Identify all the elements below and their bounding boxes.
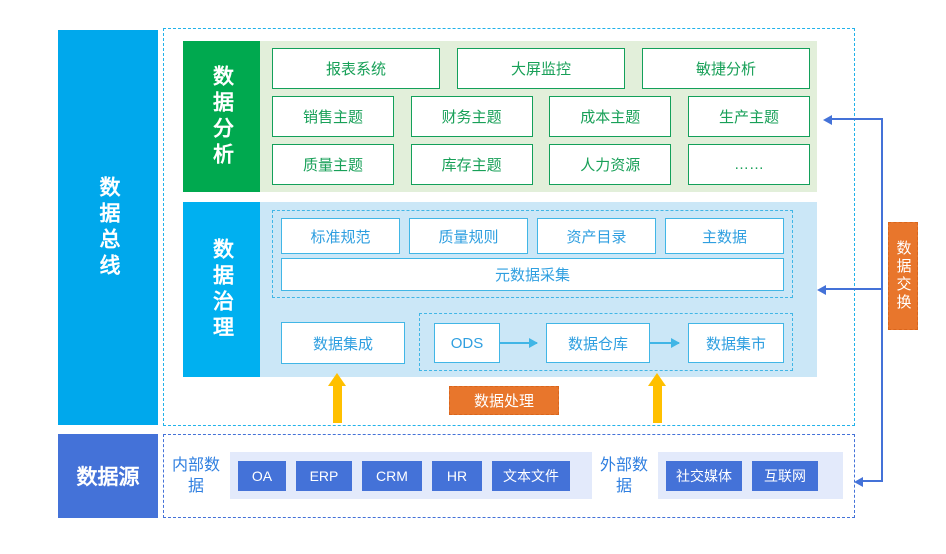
ods-box[interactable]: ODS <box>434 323 500 363</box>
analysis-item[interactable]: 生产主题 <box>687 96 810 137</box>
governance-item[interactable]: 主数据 <box>665 218 784 254</box>
data-analysis-label-panel: 数据分析 <box>183 41 260 192</box>
data-bus-label: 数据总线 <box>97 175 121 280</box>
analysis-row-1: 报表系统 大屏监控 敏捷分析 <box>272 48 810 89</box>
data-mart-box[interactable]: 数据集市 <box>688 323 784 363</box>
data-exchange-label: 数据交换 <box>894 240 912 312</box>
data-integration-box[interactable]: 数据集成 <box>281 322 405 364</box>
data-source-label: 数据源 <box>76 466 140 489</box>
warehouse-flow-group <box>419 313 793 371</box>
source-item-text-file[interactable]: 文本文件 <box>492 461 570 491</box>
exchange-connector-trunk <box>881 118 883 482</box>
data-source-rail: 数据源 <box>58 434 158 518</box>
upward-arrow-right <box>648 373 667 423</box>
external-data-items: 社交媒体 互联网 <box>666 461 818 491</box>
data-analysis-label: 数据分析 <box>210 64 234 169</box>
analysis-item[interactable]: 财务主题 <box>410 96 533 137</box>
source-item-hr[interactable]: HR <box>432 461 482 491</box>
exchange-branch-analysis <box>832 118 883 120</box>
external-data-label-text: 外部数据 <box>600 457 649 495</box>
exchange-arrowhead-analysis <box>823 115 832 125</box>
internal-data-label: 内部数据 <box>172 455 220 497</box>
analysis-item[interactable]: …… <box>687 144 810 185</box>
metadata-collection-box[interactable]: 元数据采集 <box>281 258 784 291</box>
internal-data-strip: OA ERP CRM HR 文本文件 <box>230 452 592 499</box>
data-processing-box[interactable]: 数据处理 <box>449 386 559 415</box>
analysis-item[interactable]: 销售主题 <box>272 96 394 137</box>
source-item-erp[interactable]: ERP <box>296 461 352 491</box>
upward-arrow-left <box>328 373 347 423</box>
analysis-row-3: 质量主题 库存主题 人力资源 …… <box>272 144 810 185</box>
data-governance-label: 数据治理 <box>210 237 234 342</box>
external-data-strip: 社交媒体 互联网 <box>658 452 843 499</box>
data-analysis-grid: 报表系统 大屏监控 敏捷分析 销售主题 财务主题 成本主题 生产主题 质量主题 … <box>272 48 810 185</box>
flow-arrow-warehouse-to-mart <box>650 338 680 348</box>
analysis-item[interactable]: 质量主题 <box>272 144 394 185</box>
analysis-item[interactable]: 人力资源 <box>549 144 672 185</box>
exchange-arrowhead-governance <box>817 285 826 295</box>
analysis-item[interactable]: 成本主题 <box>549 96 672 137</box>
governance-item[interactable]: 标准规范 <box>281 218 400 254</box>
data-bus-rail: 数据总线 <box>58 30 158 425</box>
data-governance-label-panel: 数据治理 <box>183 202 260 377</box>
data-source-container <box>163 434 855 518</box>
data-warehouse-box[interactable]: 数据仓库 <box>546 323 650 363</box>
source-item-internet[interactable]: 互联网 <box>752 461 818 491</box>
source-item-social-media[interactable]: 社交媒体 <box>666 461 742 491</box>
governance-metadata-group <box>272 210 793 298</box>
platform-container <box>163 28 855 426</box>
source-item-crm[interactable]: CRM <box>362 461 422 491</box>
governance-row-1: 标准规范 质量规则 资产目录 主数据 <box>281 218 784 254</box>
exchange-branch-governance <box>826 288 883 290</box>
internal-data-items: OA ERP CRM HR 文本文件 <box>238 461 570 491</box>
data-exchange-box[interactable]: 数据交换 <box>888 222 918 330</box>
governance-item[interactable]: 资产目录 <box>537 218 656 254</box>
analysis-row-2: 销售主题 财务主题 成本主题 生产主题 <box>272 96 810 137</box>
exchange-arrowhead-source <box>854 477 863 487</box>
analysis-item[interactable]: 库存主题 <box>410 144 533 185</box>
flow-arrow-ods-to-warehouse <box>500 338 538 348</box>
exchange-branch-source <box>863 480 883 482</box>
governance-item[interactable]: 质量规则 <box>409 218 528 254</box>
analysis-item[interactable]: 报表系统 <box>272 48 440 89</box>
analysis-item[interactable]: 敏捷分析 <box>642 48 810 89</box>
internal-data-label-text: 内部数据 <box>172 457 221 495</box>
source-item-oa[interactable]: OA <box>238 461 286 491</box>
analysis-item[interactable]: 大屏监控 <box>457 48 625 89</box>
external-data-label: 外部数据 <box>600 455 648 497</box>
